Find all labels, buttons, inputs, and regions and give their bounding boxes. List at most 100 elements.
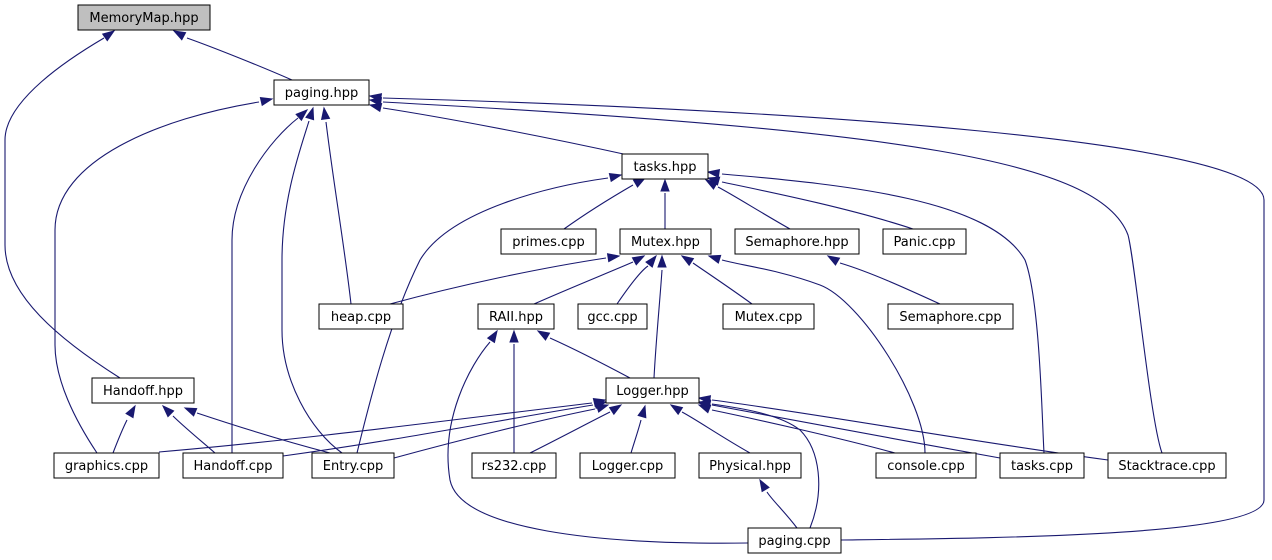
node-graphics-cpp[interactable]: graphics.cpp: [53, 452, 160, 479]
node-box: [621, 153, 709, 180]
edge-line: [172, 415, 216, 454]
edge-line: [616, 265, 649, 305]
node-label: rs232.cpp: [482, 459, 547, 474]
arrowhead: [645, 254, 657, 268]
arrowhead: [606, 253, 621, 263]
node-paging-cpp[interactable]: paging.cpp: [747, 527, 842, 554]
edge-paging_cpp-to-raii_hpp: [447, 329, 749, 544]
node-paging-hpp[interactable]: paging.hpp: [273, 79, 370, 106]
arrowhead: [486, 329, 498, 344]
node-mutex-hpp[interactable]: Mutex.hpp: [619, 228, 712, 255]
node-entry-cpp[interactable]: Entry.cpp: [311, 452, 395, 479]
edge-paging_cpp-to-paging_hpp: [368, 93, 1265, 541]
edge-line: [186, 37, 293, 81]
node-label: Logger.cpp: [592, 459, 663, 474]
node-console-cpp[interactable]: console.cpp: [875, 452, 977, 479]
node-tasks-cpp[interactable]: tasks.cpp: [999, 452, 1085, 479]
node-box: [318, 303, 404, 330]
edge-line: [447, 341, 749, 544]
arrowhead: [595, 403, 610, 413]
edge-tasks_hpp-to-paging_hpp: [368, 102, 629, 156]
edge-entry_cpp-to-paging_hpp: [281, 106, 343, 454]
arrowhead: [259, 96, 274, 107]
node-box: [734, 228, 860, 255]
node-memorymap-hpp[interactable]: MemoryMap.hpp: [77, 4, 211, 31]
node-logger-cpp[interactable]: Logger.cpp: [579, 452, 676, 479]
node-label: graphics.cpp: [65, 459, 148, 474]
node-rs232-cpp[interactable]: rs232.cpp: [471, 452, 557, 479]
edge-line: [681, 411, 751, 454]
arrowhead: [161, 404, 175, 418]
node-box: [477, 303, 555, 330]
node-box: [182, 452, 284, 479]
edge-line: [382, 97, 1265, 541]
edge-logger_hpp-to-mutex_hpp: [653, 254, 667, 379]
node-handoff-hpp[interactable]: Handoff.hpp: [91, 377, 195, 404]
edge-entry_cpp-to-tasks_hpp: [356, 172, 623, 454]
arrowhead: [536, 330, 551, 341]
edge-line: [721, 259, 926, 454]
node-tasks-hpp[interactable]: tasks.hpp: [621, 153, 709, 180]
arrowhead: [125, 404, 136, 419]
node-mutex-cpp[interactable]: Mutex.cpp: [722, 303, 815, 330]
edge-line: [711, 399, 1109, 461]
node-box: [619, 228, 712, 255]
node-handoff-cpp[interactable]: Handoff.cpp: [182, 452, 284, 479]
edge-line: [389, 257, 607, 305]
node-box: [579, 452, 676, 479]
arrowhead: [320, 106, 331, 121]
node-label: MemoryMap.hpp: [89, 11, 198, 26]
edge-graphics_cpp-to-paging_hpp: [54, 96, 274, 454]
node-box: [887, 303, 1014, 330]
edge-line: [692, 262, 753, 305]
edge-line: [721, 173, 1045, 454]
edge-line: [717, 186, 791, 230]
node-gcc-cpp[interactable]: gcc.cpp: [577, 303, 648, 330]
node-semaphore-cpp[interactable]: Semaphore.cpp: [887, 303, 1014, 330]
node-heap-cpp[interactable]: heap.cpp: [318, 303, 404, 330]
node-physical-hpp[interactable]: Physical.hpp: [698, 452, 802, 479]
edge-line: [766, 491, 798, 529]
node-stacktrace-cpp[interactable]: Stacktrace.cpp: [1107, 452, 1227, 479]
node-label: gcc.cpp: [587, 310, 637, 325]
arrowhead: [368, 93, 383, 103]
node-raii-hpp[interactable]: RAII.hpp: [477, 303, 555, 330]
edge-line: [282, 404, 594, 457]
edge-line: [231, 117, 299, 453]
node-label: paging.hpp: [285, 86, 358, 101]
arrowhead: [669, 404, 684, 416]
edge-raii_hpp-to-mutex_hpp: [533, 255, 646, 305]
node-panic-cpp[interactable]: Panic.cpp: [882, 228, 967, 255]
node-box: [500, 228, 597, 255]
node-box: [471, 452, 557, 479]
edge-heap_cpp-to-paging_hpp: [320, 106, 352, 305]
edge-line: [533, 261, 634, 305]
edge-line: [393, 408, 596, 459]
edge-primes_cpp-to-tasks_hpp: [563, 177, 647, 230]
arrowhead: [295, 109, 309, 122]
edge-panic_cpp-to-tasks_hpp: [706, 176, 914, 230]
edge-line: [112, 419, 128, 454]
node-label: Panic.cpp: [893, 235, 955, 250]
edge-paging_cpp-to-physical_hpp: [759, 478, 798, 529]
edge-line: [196, 412, 331, 454]
node-logger-hpp[interactable]: Logger.hpp: [605, 377, 700, 404]
arrowhead: [172, 30, 187, 41]
node-label: Handoff.hpp: [103, 384, 183, 399]
arrowhead: [826, 255, 841, 266]
node-label: Logger.hpp: [616, 384, 689, 399]
edge-rs232_cpp-to-logger_hpp: [529, 404, 623, 454]
node-box: [577, 303, 648, 330]
node-box: [875, 452, 977, 479]
node-semaphore-hpp[interactable]: Semaphore.hpp: [734, 228, 860, 255]
node-label: Semaphore.cpp: [899, 310, 1001, 325]
node-primes-cpp[interactable]: primes.cpp: [500, 228, 597, 255]
edge-mutex_cpp-to-mutex_hpp: [680, 255, 753, 305]
edge-line: [721, 181, 914, 230]
node-box: [747, 527, 842, 554]
node-box: [273, 79, 370, 106]
edge-handoff_cpp-to-handoff_hpp: [161, 404, 216, 454]
edge-handoff_cpp-to-logger_hpp: [282, 399, 608, 457]
edge-semaphore_cpp-to-semaphore_hpp: [826, 255, 941, 305]
arrowhead: [680, 255, 695, 267]
